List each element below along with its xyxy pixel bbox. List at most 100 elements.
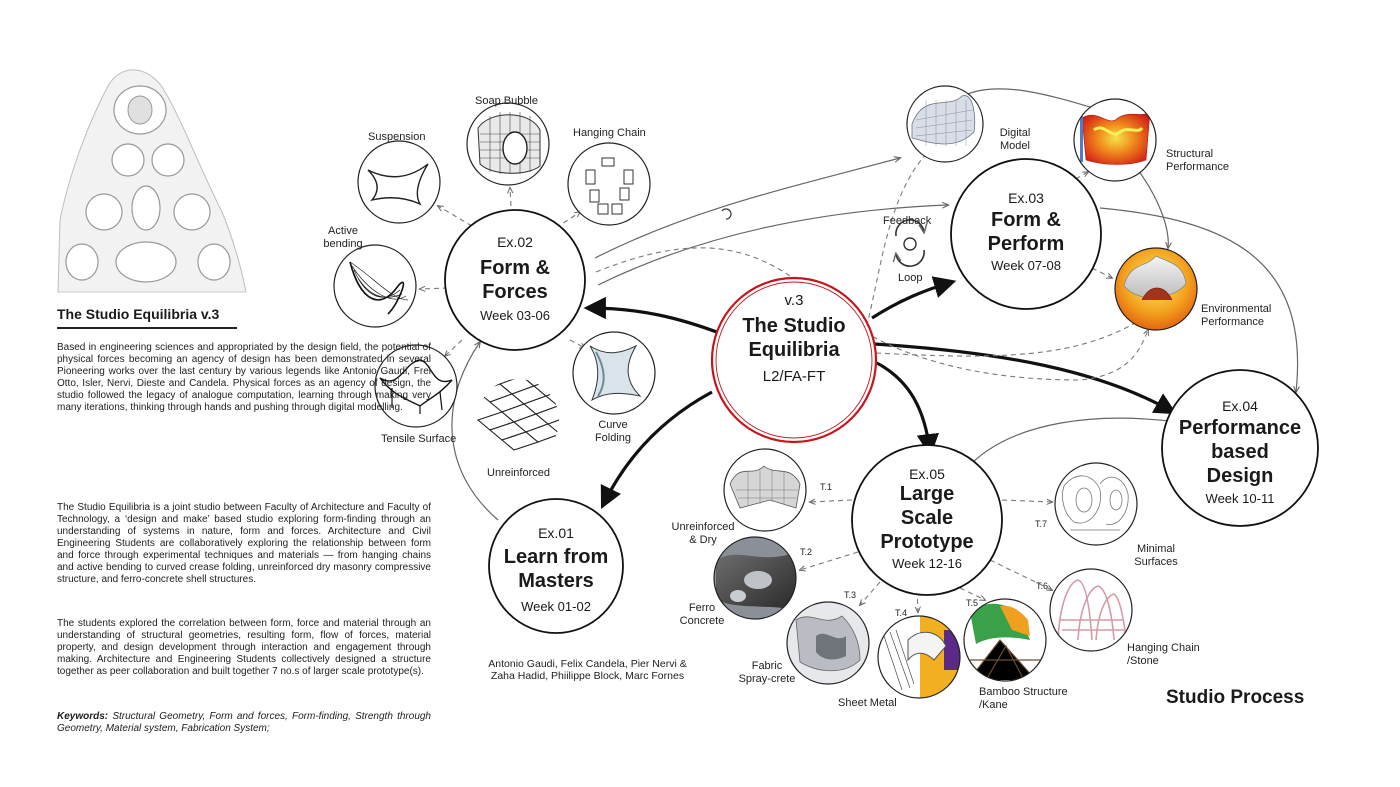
label-t3-1: Fabric [751,660,783,672]
ex05-title-line1: Large [899,483,955,505]
digital-model-thumbnail [907,86,983,162]
node-ex04: Ex.04 Performance based Design Week 10-1… [1170,398,1310,506]
ex05-week: Week 12-16 [892,556,962,571]
label-active-bending: Active bending [318,225,368,250]
label-t6: Hanging Chain /Stone [1127,642,1200,667]
label-t5-1: Bamboo Structure [979,686,1068,698]
ex05-title-line3: Prototype [880,531,974,553]
label-suspension: Suspension [368,131,426,143]
label-hanging-chain: Hanging Chain [573,127,646,139]
flow-lines [451,88,1298,521]
center-node: v.3 The Studio Equilibria L2/FA-FT [714,292,874,385]
ex03-label: Ex.03 [1008,190,1044,206]
studio-process-heading: Studio Process [1166,687,1305,708]
soap-bubble-thumbnail [467,103,549,185]
label-t3-2: Spray-crete [738,672,796,685]
curve-folding-thumbnail [572,331,656,415]
environmental-performance-thumbnail [1115,248,1197,330]
feedback-loop-icon [721,208,924,267]
ex02-title-line1: Form & [480,257,550,279]
label-t5: Bamboo Structure /Kane [979,686,1068,711]
label-structural-1: Structural [1166,148,1214,160]
keywords-label: Keywords: [57,711,109,722]
ex04-title-line2: based [1211,441,1269,463]
masters-names: Antonio Gaudi, Felix Candela, Pier Nervi… [470,658,705,682]
t2-ferro-concrete-thumbnail [714,537,796,619]
title-underline [57,327,237,329]
t3-fabric-spraycrete-thumbnail [787,602,869,684]
label-t7-2: Surfaces [1134,555,1178,568]
ex01-week: Week 01-02 [521,599,591,614]
active-bending-thumbnail [333,244,417,328]
label-active-bending-2: bending [323,237,363,250]
node-ex03: Ex.03 Form & Perform Week 07-08 [961,190,1091,273]
label-digital-model: Digital Model [990,127,1040,152]
center-version: v.3 [784,292,804,309]
node-ex01: Ex.01 Learn from Masters Week 01-02 [491,525,621,614]
label-structural-performance: Structural Performance [1166,148,1229,173]
label-structural-2: Performance [1166,160,1229,173]
label-t4: Sheet Metal [838,697,897,709]
label-curve-folding-2: Folding [594,431,632,444]
shell-sketch-image [57,69,247,293]
t5-bamboo-structure-thumbnail [964,599,1046,681]
ex04-label: Ex.04 [1222,398,1258,414]
ex02-title-line2: Forces [482,281,548,303]
tag-t6: T.6 [1036,581,1049,591]
ex03-title-line1: Form & [991,209,1061,231]
label-unreinforced: Unreinforced [487,467,550,479]
label-t1-1: Unreinforced [671,521,735,533]
label-t1: Unreinforced & Dry [668,521,738,546]
label-t7-1: Minimal [1137,543,1175,555]
center-code: L2/FA-FT [762,368,826,385]
label-loop: Loop [898,272,923,284]
masters-line1: Antonio Gaudi, Felix Candela, Pier Nervi… [488,658,687,670]
main-flow-arrows [583,276,1177,510]
t4-sheet-metal-thumbnail [878,616,960,698]
label-t6-1: Hanging Chain [1127,642,1200,654]
label-t2-2: Concrete [679,614,725,627]
label-feedback: Feedback [883,215,932,227]
ex02-label: Ex.02 [497,234,533,250]
label-t7: Minimal Surfaces [1130,543,1182,568]
ex04-week: Week 10-11 [1205,491,1275,506]
t6-hanging-chain-stone-thumbnail [1050,569,1132,651]
ex01-label: Ex.01 [538,525,574,541]
keywords-text: Structural Geometry, Form and forces, Fo… [57,711,431,734]
tag-t4: T.4 [895,608,908,618]
masters-line2: Zaha Hadid, Phiilippe Block, Marc Fornes [490,670,685,683]
intro-paragraph: Based in engineering sciences and approp… [57,342,431,413]
hanging-chain-thumbnail [567,142,651,226]
ex03-title-line2: Perform [987,233,1065,255]
ex04-title-line3: Design [1206,465,1274,487]
label-tensile-surface: Tensile Surface [381,433,457,445]
t7-minimal-surfaces-thumbnail [1054,462,1138,546]
tensile-surface-thumbnail [374,344,458,428]
label-t6-2: /Stone [1127,654,1159,667]
label-environmental-2: Performance [1201,315,1264,328]
suspension-thumbnail [357,140,441,224]
label-active-bending-1: Active [328,225,358,237]
ex05-title-line2: Scale [900,507,954,529]
label-t1-2: & Dry [689,533,717,546]
label-digital-model-2: Model [1000,139,1030,152]
label-soap-bubble: Soap Bubble [475,95,538,107]
tag-t5: T.5 [966,598,979,608]
keywords-line: Keywords: Structural Geometry, Form and … [57,711,431,735]
label-t2: Ferro Concrete [672,602,732,627]
label-digital-model-1: Digital [999,127,1031,139]
label-t5-2: /Kane [979,698,1008,711]
center-title-line1: The Studio [742,315,846,337]
label-curve-folding: Curve Folding [588,419,638,444]
label-environmental-performance: Environmental Performance [1201,303,1271,328]
structural-performance-thumbnail [1074,99,1156,181]
unreinforced-thumbnail [477,379,559,461]
label-environmental-1: Environmental [1201,303,1272,315]
ex01-title-line1: Learn from [503,546,609,568]
tag-t3: T.3 [844,590,857,600]
node-ex05: Ex.05 Large Scale Prototype Week 12-16 [862,466,992,571]
center-title-line2: Equilibria [748,339,840,361]
ex01-title-line2: Masters [518,570,594,592]
node-ex02: Ex.02 Form & Forces Week 03-06 [455,234,575,323]
